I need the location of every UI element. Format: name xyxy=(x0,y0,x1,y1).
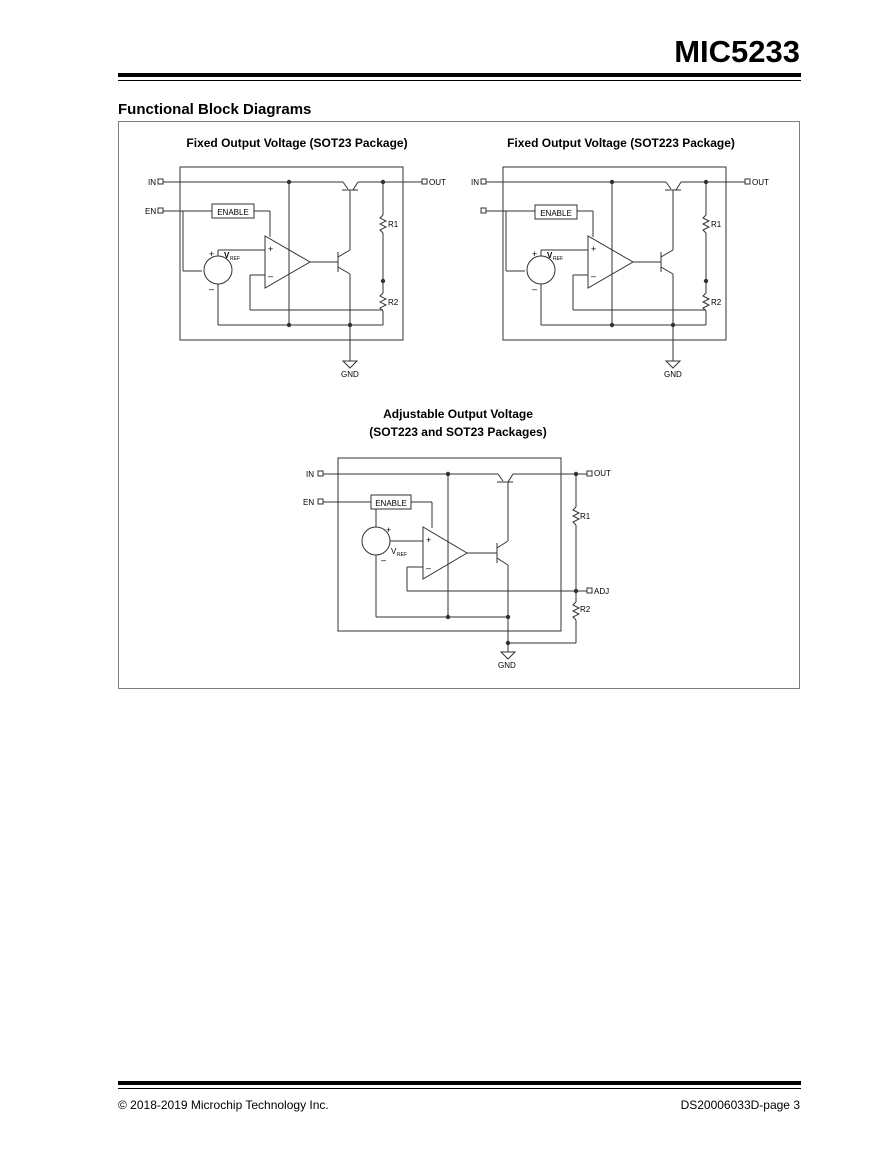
opamp-plus-label: + xyxy=(268,244,273,254)
gnd-label: GND xyxy=(341,370,359,379)
footer-copyright: © 2018-2019 Microchip Technology Inc. xyxy=(118,1098,329,1112)
gnd-label: GND xyxy=(664,370,682,379)
pin-out-label: OUT xyxy=(752,178,769,187)
diagram-title-line2: (SOT223 and SOT23 Packages) xyxy=(369,425,546,439)
pin-out-label: OUT xyxy=(594,469,611,478)
r1-label: R1 xyxy=(580,512,591,521)
vref-minus-label: – xyxy=(381,555,386,565)
footer-rule-thin xyxy=(118,1088,801,1089)
enable-block-label: ENABLE xyxy=(375,499,407,508)
vref-subscript: REF xyxy=(397,552,407,558)
diagram-title-line1: Adjustable Output Voltage xyxy=(383,407,533,421)
r2-label: R2 xyxy=(388,298,399,307)
header-rule-thin xyxy=(118,80,801,81)
vref-subscript: REF xyxy=(230,256,240,262)
r1-label: R1 xyxy=(711,220,722,229)
vref-plus-label: + xyxy=(209,249,214,259)
pin-in-label: IN xyxy=(306,470,314,479)
diagram-fixed-sot223: Fixed Output Voltage (SOT223 Package) EN… xyxy=(471,136,769,379)
vref-subscript: REF xyxy=(553,256,563,262)
opamp-plus-label: + xyxy=(591,244,596,254)
diagram-adjustable: Adjustable Output Voltage (SOT223 and SO… xyxy=(303,407,611,670)
r1-label: R1 xyxy=(388,220,399,229)
footer-page-ref: DS20006033D-page 3 xyxy=(680,1098,800,1112)
diagram-title: Fixed Output Voltage (SOT23 Package) xyxy=(186,136,407,150)
pin-adj-label: ADJ xyxy=(594,587,609,596)
pin-en-label: EN xyxy=(303,498,314,507)
opamp-minus-label: – xyxy=(268,271,273,281)
pin-out-label: OUT xyxy=(429,178,446,187)
vref-plus-label: + xyxy=(532,249,537,259)
pin-in-label: IN xyxy=(471,178,479,187)
vref-label: V xyxy=(547,251,553,260)
diagram-frame xyxy=(118,121,800,689)
pin-en-label: EN xyxy=(145,207,156,216)
opamp-minus-label: – xyxy=(426,563,431,573)
gnd-label: GND xyxy=(498,661,516,670)
opamp-minus-label: – xyxy=(591,271,596,281)
vref-plus-label: + xyxy=(386,525,391,535)
opamp-plus-label: + xyxy=(426,535,431,545)
footer-rule-thick xyxy=(118,1081,801,1085)
diagram-title: Fixed Output Voltage (SOT223 Package) xyxy=(507,136,735,150)
r2-label: R2 xyxy=(711,298,722,307)
vref-label: V xyxy=(391,547,397,556)
enable-block-label: ENABLE xyxy=(540,209,572,218)
r2-label: R2 xyxy=(580,605,591,614)
header-rule-thick xyxy=(118,73,801,77)
vref-minus-label: – xyxy=(209,284,214,294)
diagram-fixed-sot23: Fixed Output Voltage (SOT23 Package) ENA… xyxy=(145,136,446,379)
part-number-title: MIC5233 xyxy=(674,34,800,69)
pin-in-label: IN xyxy=(148,178,156,187)
vref-minus-label: – xyxy=(532,284,537,294)
vref-label: V xyxy=(224,251,230,260)
enable-block-label: ENABLE xyxy=(217,208,249,217)
section-title: Functional Block Diagrams xyxy=(118,101,312,118)
